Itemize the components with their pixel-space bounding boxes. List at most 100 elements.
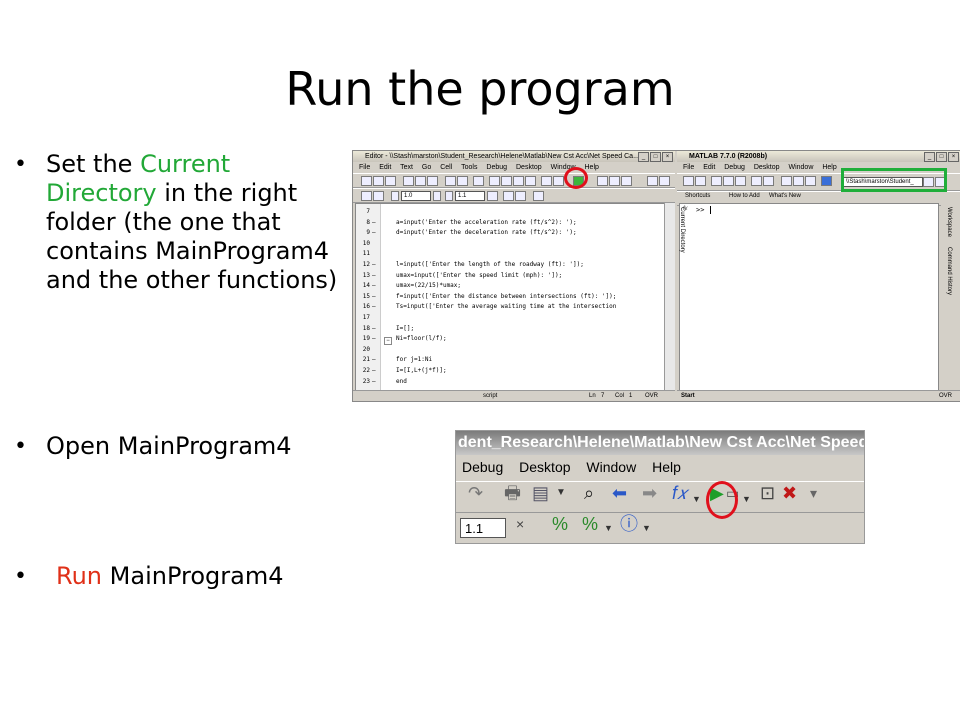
code-line[interactable]: 12–l=input(['Enter the length of the roa…: [356, 261, 656, 269]
menu-window[interactable]: Window: [586, 459, 637, 475]
code-line[interactable]: 23–end: [356, 378, 656, 386]
maximize-button[interactable]: □: [936, 152, 947, 162]
dropdown-icon[interactable]: [923, 177, 934, 187]
code-line[interactable]: 7: [356, 208, 656, 216]
new-file-icon[interactable]: [361, 176, 372, 186]
menu-help[interactable]: Help: [822, 164, 837, 171]
cut-icon[interactable]: [403, 176, 414, 186]
paste-icon[interactable]: [427, 176, 438, 186]
cell-run-icon[interactable]: [503, 191, 514, 201]
menu-edit[interactable]: Edit: [703, 164, 716, 171]
menu-debug[interactable]: Debug: [724, 164, 745, 171]
breakpoint-marker[interactable]: –: [372, 356, 376, 364]
code-line[interactable]: 10: [356, 240, 656, 248]
help-icon[interactable]: [821, 176, 832, 186]
open-file-icon[interactable]: [373, 176, 384, 186]
zoom-field[interactable]: 1.1: [460, 518, 506, 538]
undo-icon[interactable]: [445, 176, 456, 186]
code-line[interactable]: 15–f=input(['Enter the distance between …: [356, 293, 656, 301]
redo-icon[interactable]: ↷: [468, 483, 484, 503]
clear-breakpoints-icon[interactable]: ✖: [782, 483, 798, 503]
dropdown-arrow-icon[interactable]: ▼: [556, 487, 566, 498]
dropdown-arrow-icon[interactable]: ▼: [642, 523, 651, 533]
minimize-button[interactable]: _: [638, 152, 649, 162]
redo-icon[interactable]: [763, 176, 774, 186]
menu-text[interactable]: Text: [400, 164, 413, 171]
zoom-field-1[interactable]: 1.0: [401, 191, 431, 201]
divide-icon[interactable]: [445, 191, 453, 201]
menu-desktop[interactable]: Desktop: [519, 459, 571, 475]
tab-command-history[interactable]: Command History: [946, 247, 952, 296]
copy-icon[interactable]: [415, 176, 426, 186]
how-to-add-link[interactable]: How to Add: [729, 193, 760, 199]
forward-arrow-icon[interactable]: ➡: [642, 483, 658, 503]
undock-icon[interactable]: [659, 176, 670, 186]
breakpoint-marker[interactable]: –: [372, 303, 376, 311]
dropdown-arrow-icon[interactable]: ▼: [604, 523, 613, 533]
cell-eval-icon[interactable]: %: [582, 514, 599, 534]
copy-icon[interactable]: [723, 176, 734, 186]
open-file-icon[interactable]: [695, 176, 706, 186]
code-line[interactable]: 11: [356, 250, 656, 258]
info-icon[interactable]: ⓘ: [620, 514, 638, 534]
minimize-button[interactable]: _: [924, 152, 935, 162]
breakpoint-marker[interactable]: –: [372, 271, 376, 279]
code-line[interactable]: 20: [356, 346, 656, 354]
save-icon[interactable]: [385, 176, 396, 186]
step-out-icon[interactable]: [621, 176, 632, 186]
paste-icon[interactable]: [735, 176, 746, 186]
step-icon[interactable]: [597, 176, 608, 186]
redo-icon[interactable]: [457, 176, 468, 186]
print-icon[interactable]: 🖶: [504, 483, 521, 503]
step-in-icon[interactable]: [609, 176, 620, 186]
breakpoint-marker[interactable]: –: [372, 377, 376, 385]
editor-scrollbar[interactable]: [664, 203, 675, 390]
back-icon[interactable]: [501, 176, 512, 186]
shortcuts-label[interactable]: Shortcuts: [685, 193, 711, 199]
menu-file[interactable]: File: [683, 164, 695, 171]
cell-eval-icon[interactable]: [373, 191, 384, 201]
cell-add-icon[interactable]: %: [552, 514, 569, 534]
guide-icon[interactable]: [793, 176, 804, 186]
breakpoint-marker[interactable]: –: [372, 229, 376, 237]
breakpoint-icon[interactable]: [541, 176, 552, 186]
print-icon[interactable]: [473, 176, 484, 186]
fx-icon[interactable]: fx: [683, 206, 688, 212]
back-arrow-icon[interactable]: ⬅: [612, 483, 628, 503]
close-icon[interactable]: ×: [516, 516, 525, 532]
find-binoculars-icon[interactable]: ⌕: [584, 483, 595, 503]
menu-desktop[interactable]: Desktop: [753, 164, 780, 171]
info-icon[interactable]: [533, 191, 544, 201]
whats-new-link[interactable]: What's New: [769, 193, 801, 199]
cut-icon[interactable]: [711, 176, 722, 186]
menu-go[interactable]: Go: [421, 164, 432, 171]
command-window[interactable]: fx >>: [679, 203, 939, 392]
page-setup-icon[interactable]: ▤: [532, 483, 550, 503]
function-icon[interactable]: f𝑥: [672, 483, 688, 503]
tab-workspace[interactable]: Workspace: [946, 207, 952, 237]
menu-window[interactable]: Window: [550, 164, 576, 171]
menu-cell[interactable]: Cell: [440, 164, 453, 171]
undo-icon[interactable]: [751, 176, 762, 186]
tab-current-directory[interactable]: Current Directory: [679, 207, 685, 253]
code-line[interactable]: 13–umax=input(['Enter the speed limit (m…: [356, 272, 656, 280]
menu-debug[interactable]: Debug: [486, 164, 508, 171]
fold-icon[interactable]: −: [384, 337, 392, 345]
dropdown-arrow-icon[interactable]: ▼: [742, 494, 751, 504]
breakpoint-marker[interactable]: –: [372, 324, 376, 332]
new-file-icon[interactable]: [683, 176, 694, 186]
close-icon[interactable]: [487, 191, 498, 201]
simulink-icon[interactable]: [781, 176, 792, 186]
breakpoint-marker[interactable]: –: [372, 367, 376, 374]
cell-advance-icon[interactable]: [515, 191, 526, 201]
maximize-button[interactable]: □: [650, 152, 661, 162]
dock-icon[interactable]: [647, 176, 658, 186]
code-line[interactable]: 17: [356, 314, 656, 322]
code-line[interactable]: 14–umax=(22/15)*umax;: [356, 282, 656, 290]
breakpoint-marker[interactable]: –: [372, 282, 376, 290]
code-line[interactable]: 21–for j=1:Ni: [356, 356, 656, 364]
code-line[interactable]: 16–Ts=input(['Enter the average waiting …: [356, 303, 656, 311]
code-line[interactable]: 19–Ni=floor(l/f);: [356, 335, 656, 343]
breakpoint-marker[interactable]: –: [372, 335, 376, 343]
